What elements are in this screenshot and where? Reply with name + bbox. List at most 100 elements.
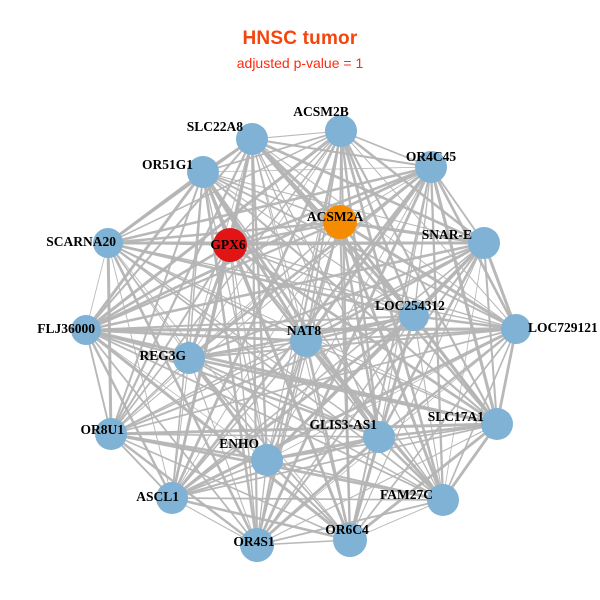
edge-OR4C45-OR51G1	[202, 166, 432, 173]
edge-LOC254312-OR4S1	[256, 315, 415, 546]
edge-FLJ36000-OR4S1	[85, 329, 258, 546]
edge-LOC729121-NAT8	[305, 328, 517, 342]
node-label-ASCL1: ASCL1	[136, 489, 179, 504]
node-REG3G[interactable]	[173, 342, 205, 374]
edge-GPX6-LOC729121	[229, 244, 517, 330]
edge-LOC729121-SLC17A1	[495, 328, 518, 425]
node-ACSM2B[interactable]	[325, 115, 357, 147]
edge-ACSM2B-OR51G1	[202, 130, 342, 173]
edge-ACSM2B-OR8U1	[110, 130, 342, 435]
edge-OR4C45-ACSM2A	[339, 166, 432, 223]
node-ENHO[interactable]	[251, 444, 283, 476]
edge-FLJ36000-ENHO	[85, 329, 268, 461]
edge-GLIS3-AS1-OR4S1	[256, 435, 380, 547]
edge-SLC17A1-GLIS3-AS1	[378, 422, 498, 439]
edge-ACSM2B-NAT8	[305, 130, 342, 342]
edge-LOC254312-ASCL1	[171, 314, 415, 500]
node-LOC254312[interactable]	[399, 301, 429, 331]
edge-SNAR-E-OR6C4	[349, 242, 485, 541]
node-GPX6[interactable]	[213, 228, 247, 262]
node-LOC729121[interactable]	[501, 314, 531, 344]
node-FLJ36000[interactable]	[71, 315, 101, 345]
edge-ENHO-FAM27C	[266, 459, 444, 501]
edge-SLC22A8-FLJ36000	[85, 138, 253, 331]
edge-OR51G1-LOC729121	[202, 171, 517, 330]
node-FAM27C[interactable]	[427, 484, 459, 516]
edge-SNAR-E-SLC17A1	[482, 242, 499, 425]
edge-NAT8-OR6C4	[304, 340, 352, 541]
node-ACSM2A[interactable]	[323, 205, 357, 239]
edge-REG3G-ENHO	[187, 357, 269, 461]
node-GLIS3-AS1[interactable]	[363, 421, 395, 453]
node-label-OR8U1: OR8U1	[81, 422, 125, 437]
edge-OR8U1-SLC17A1	[110, 422, 498, 436]
edge-LOC729121-FAM27C	[442, 328, 517, 501]
node-label-OR4C45: OR4C45	[406, 149, 456, 164]
edge-FLJ36000-OR8U1	[85, 329, 112, 435]
edge-GLIS3-AS1-ENHO	[266, 435, 380, 462]
edge-NAT8-SLC17A1	[305, 340, 498, 425]
node-SNAR-E[interactable]	[468, 227, 500, 259]
edge-SLC22A8-OR4C45	[251, 137, 432, 169]
node-NAT8[interactable]	[290, 325, 322, 357]
edge-ACSM2B-FAM27C	[339, 130, 445, 501]
edge-NAT8-OR4S1	[256, 340, 307, 546]
node-SLC22A8[interactable]	[236, 123, 268, 155]
edge-GPX6-LOC254312	[229, 244, 415, 317]
edge-SCARNA20-GLIS3-AS1	[107, 242, 380, 438]
node-OR8U1[interactable]	[95, 418, 127, 450]
edge-OR4C45-SLC17A1	[429, 166, 499, 425]
edge-OR4C45-OR8U1	[110, 166, 432, 435]
node-OR4C45[interactable]	[415, 151, 447, 183]
edge-FAM27C-OR4S1	[256, 499, 444, 546]
node-SLC17A1[interactable]	[481, 408, 513, 440]
node-OR51G1[interactable]	[187, 156, 219, 188]
edge-ACSM2A-LOC729121	[339, 220, 517, 331]
edge-OR51G1-ACSM2A	[202, 171, 341, 223]
edge-SLC22A8-OR8U1	[109, 138, 254, 435]
edge-ACSM2B-OR4C45	[340, 130, 432, 168]
edge-LOC729121-GLIS3-AS1	[378, 328, 517, 438]
node-OR4S1[interactable]	[240, 528, 274, 562]
node-label-GLIS3-AS1: GLIS3-AS1	[309, 417, 377, 432]
edge-NAT8-ASCL1	[171, 340, 307, 499]
node-label-SLC17A1: SLC17A1	[428, 409, 485, 424]
edge-SLC17A1-ASCL1	[171, 423, 498, 499]
edge-SCARNA20-FAM27C	[107, 242, 444, 501]
edge-GPX6-SCARNA20	[107, 242, 231, 246]
edge-GLIS3-AS1-OR6C4	[349, 436, 380, 541]
node-label-LOC254312: LOC254312	[375, 298, 445, 313]
edge-OR8U1-GLIS3-AS1	[110, 433, 380, 438]
edge-ACSM2A-SNAR-E	[339, 220, 485, 245]
node-OR6C4[interactable]	[333, 523, 367, 557]
labels-layer: ACSM2BSLC22A8OR4C45OR51G1ACSM2ASNAR-EGPX…	[37, 104, 598, 549]
edge-FLJ36000-FAM27C	[85, 329, 444, 501]
node-label-OR4S1: OR4S1	[233, 534, 275, 549]
edge-SCARNA20-LOC729121	[107, 242, 517, 330]
node-label-OR51G1: OR51G1	[142, 157, 193, 172]
edge-ASCL1-FAM27C	[171, 497, 444, 501]
edge-ENHO-ASCL1	[171, 459, 268, 499]
edge-GPX6-OR4S1	[229, 244, 258, 546]
node-SCARNA20[interactable]	[93, 228, 123, 258]
node-label-OR6C4: OR6C4	[325, 522, 369, 537]
edge-SCARNA20-NAT8	[107, 242, 307, 342]
edge-NAT8-FLJ36000	[85, 328, 307, 343]
edge-ACSM2B-FLJ36000	[85, 129, 342, 332]
edge-LOC729121-REG3G	[188, 327, 517, 360]
node-label-REG3G: REG3G	[139, 348, 186, 363]
edge-SCARNA20-LOC254312	[107, 241, 415, 318]
edge-FLJ36000-GLIS3-AS1	[85, 328, 380, 439]
edge-REG3G-OR8U1	[110, 357, 190, 435]
node-label-SCARNA20: SCARNA20	[46, 234, 116, 249]
edge-SLC22A8-GLIS3-AS1	[251, 138, 380, 438]
node-label-SLC22A8: SLC22A8	[187, 119, 244, 134]
edge-NAT8-REG3G	[188, 340, 307, 359]
edge-REG3G-ASCL1	[171, 357, 190, 499]
edge-SCARNA20-OR4S1	[106, 242, 259, 546]
node-label-ACSM2B: ACSM2B	[293, 104, 349, 119]
node-ASCL1[interactable]	[156, 482, 188, 514]
edge-NAT8-FAM27C	[304, 340, 445, 501]
